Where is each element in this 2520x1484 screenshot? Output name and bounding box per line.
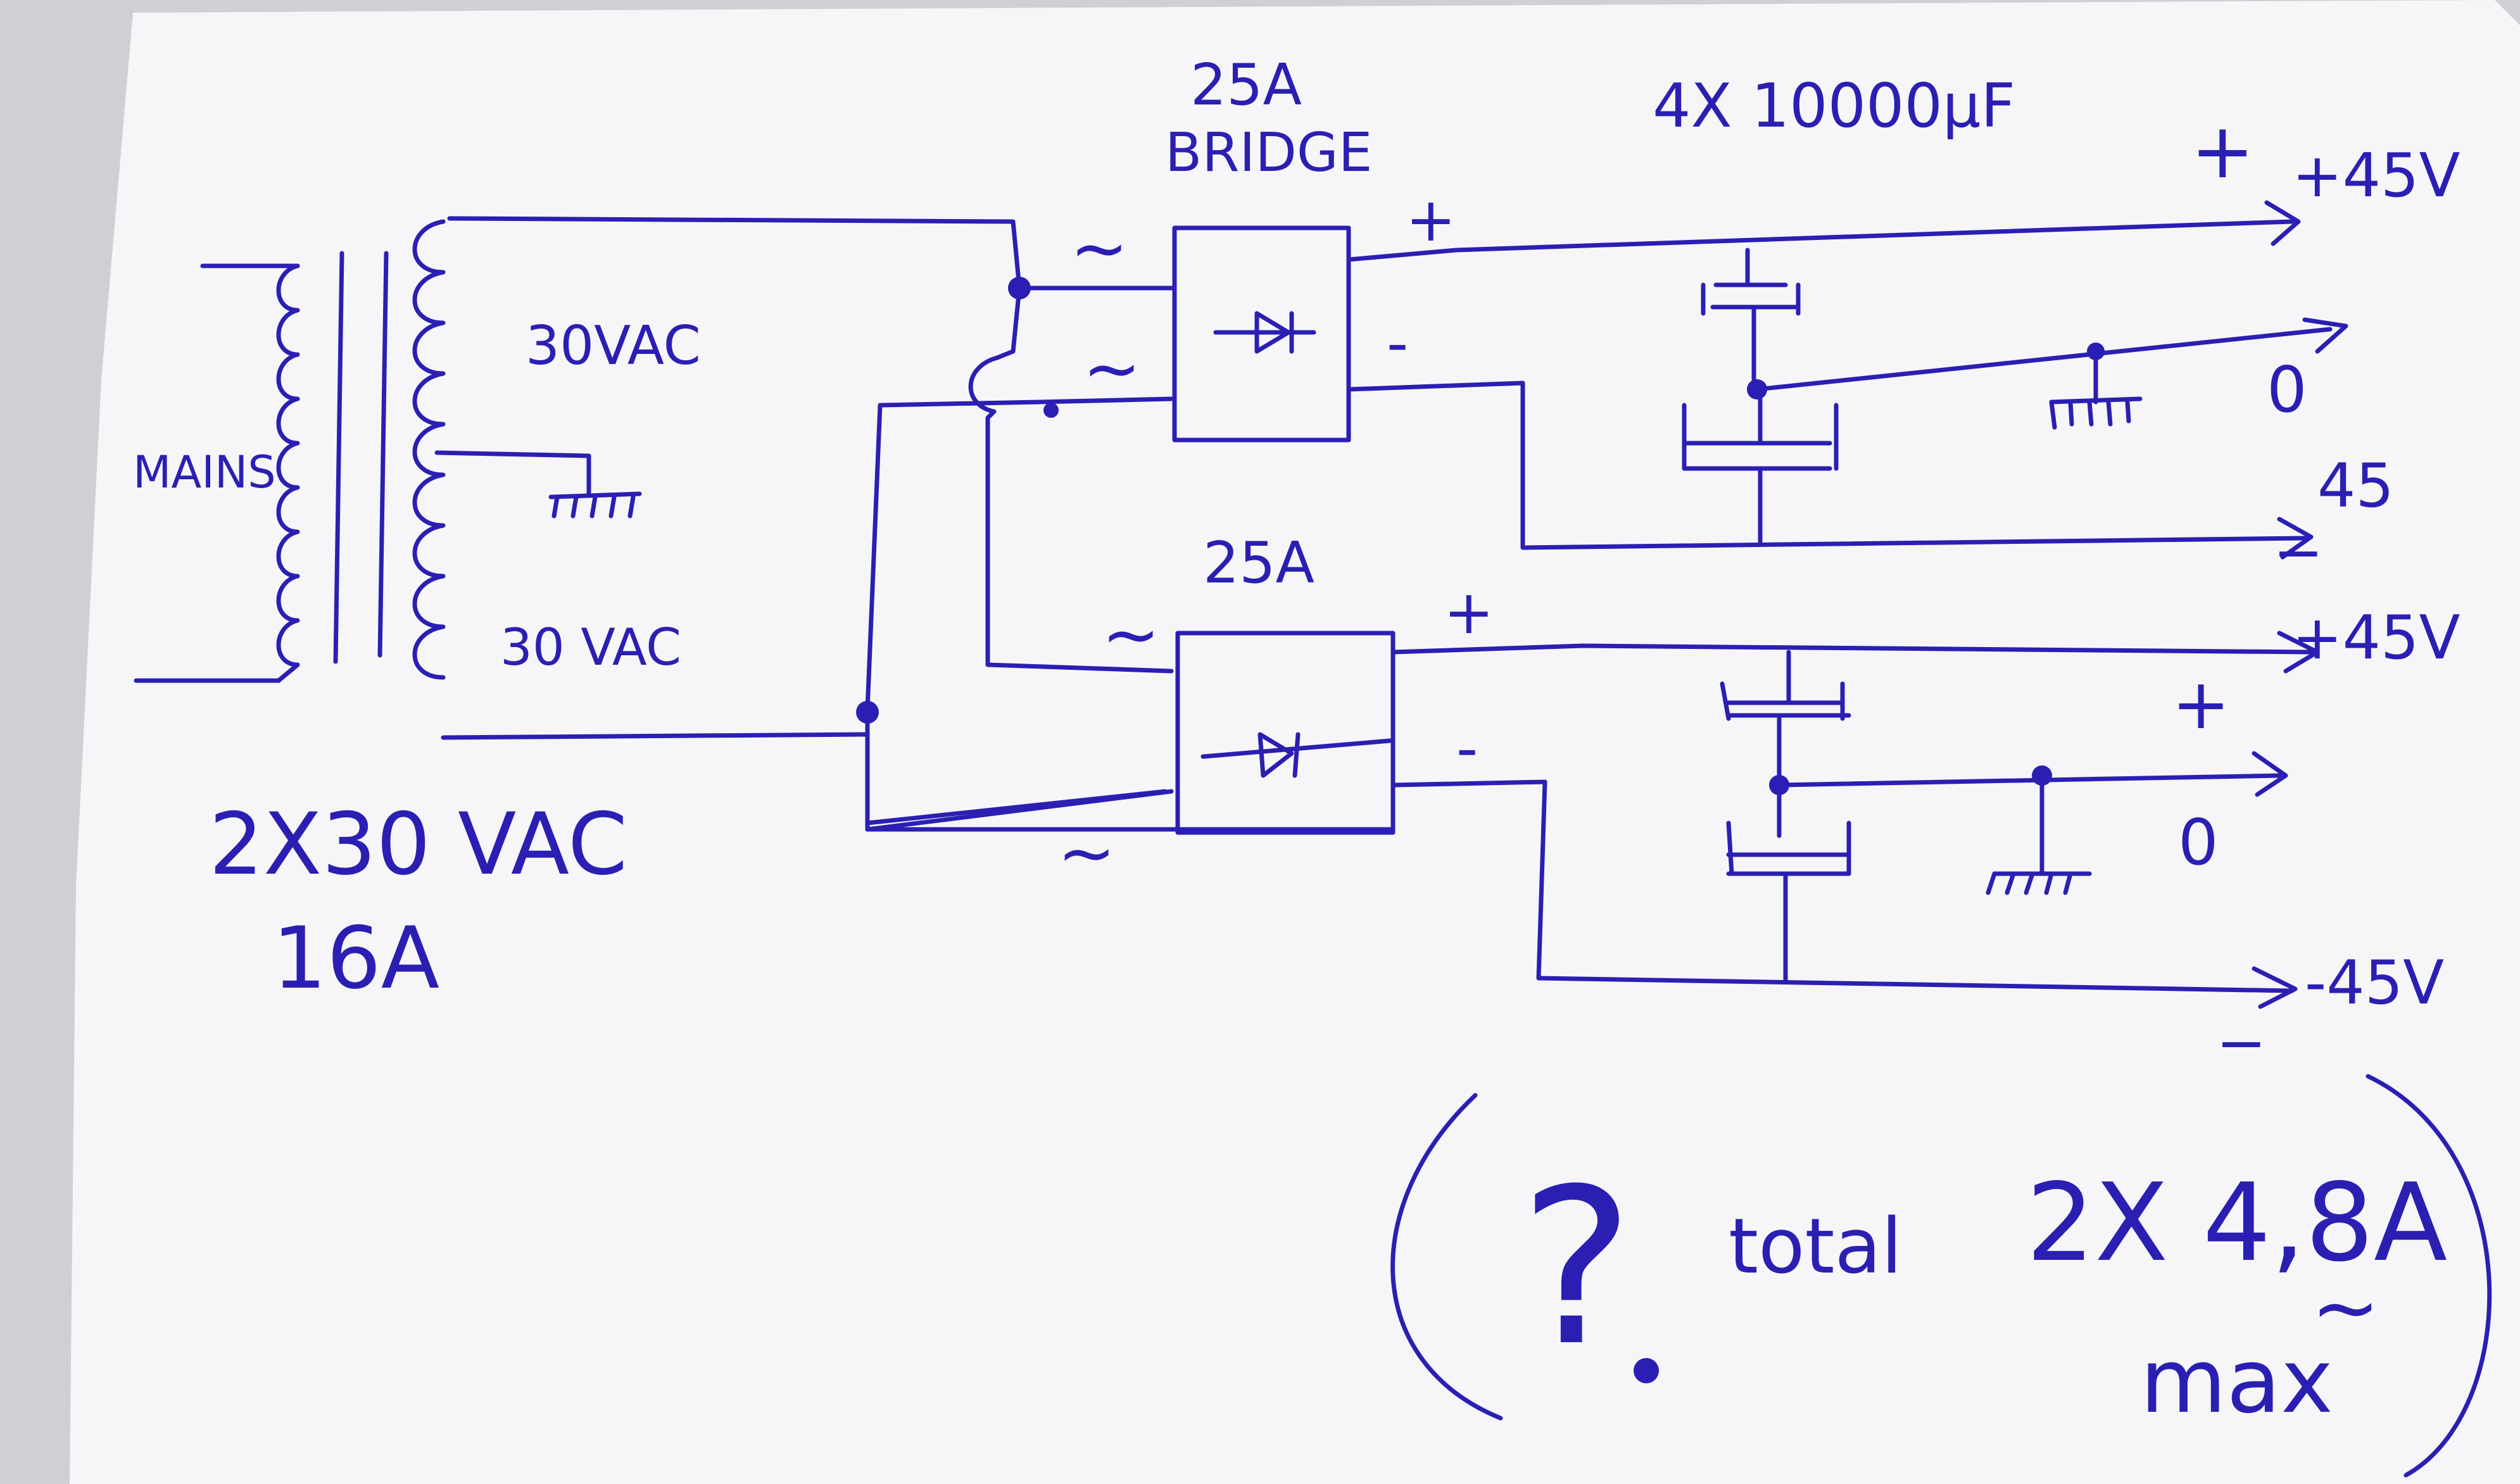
out2-pos-arrow [2277,631,2320,674]
label-total: total [1729,1203,1902,1291]
label-ac1-top: ~ [1070,208,1128,289]
b2-plus-rail [1390,643,2314,655]
secondary-coil [412,219,446,680]
label-current: 2X 4,8A [2026,1160,2447,1286]
node-gnd1 [2087,343,2105,360]
out2-neg-arrow [2252,966,2298,1009]
gnd2-hatch [1986,871,2073,895]
label-out2-zero: 0 [2178,805,2219,879]
sec-top-wire [447,216,1174,291]
cap1-lower [1682,390,1839,544]
label-out2-neg-sign: − [2216,1009,2267,1078]
wiring [134,200,2492,1478]
question-dot [1634,1358,1659,1383]
b1-plus-rail [1346,219,2295,262]
label-out1-neg: 45 [2317,451,2394,521]
paper [70,0,2520,1484]
b1-minus-rail [1346,380,2307,550]
label-bridge1-rating: 25A [1190,52,1302,118]
label-out2-pos: +45V [2292,603,2460,673]
primary-coil [276,263,300,683]
left-paren [1390,1093,1503,1421]
label-out2-neg: -45V [2305,948,2444,1018]
label-max: max [2140,1330,2333,1433]
label-bridge1-name: BRIDGE [1165,122,1372,184]
b2-minus-rail [1390,779,2295,993]
node-gnd2 [2032,765,2052,786]
lower-node-diag [865,789,1168,826]
label-br2-plus: + [1444,578,1494,648]
label-approx: ~ [2311,1259,2380,1355]
cap2-zero-line [1777,773,2282,788]
gnd1-hatch [2049,399,2131,430]
label-br2-minus: - [1456,714,1478,784]
label-out2-zero-sign: + [2172,663,2230,745]
center-tap-wire [434,450,591,496]
label-ac2-bottom: ~ [1057,812,1116,893]
label-out1-neg-sign: − [2273,518,2324,588]
bridge1-diode [1213,311,1316,354]
lower-node-branch [865,396,1174,712]
node-lower [856,701,879,724]
label-mains: MAINS [133,446,276,498]
node-cap2-mid [1769,775,1789,795]
label-out1-pos-sign: + [2191,108,2255,196]
label-xfmr-line2: 16A [272,909,439,1008]
out1-pos-arrow [2264,200,2301,246]
bridge2-diode [1200,732,1392,778]
label-bridge2-rating: 25A [1203,530,1314,596]
cap2-lower [1726,821,1851,984]
node-b1-minus [1043,403,1059,418]
label-br1-plus: + [1406,186,1456,255]
label-out1-zero: 0 [2267,353,2307,427]
label-out1-pos: +45V [2292,141,2460,211]
out2-zero-arrow [2252,751,2288,797]
node-upper [1008,277,1031,299]
node-cap1-mid [1747,379,1767,399]
right-paren [2366,1074,2492,1478]
label-sec-upper: 30VAC [526,315,701,377]
transformer-core-2 [377,251,389,658]
label-xfmr-line1: 2X30 VAC [209,795,627,894]
bridge1-body [1172,225,1351,443]
cap2-upper [1720,650,1851,721]
gnd1-bar [2049,396,2143,405]
junction-dots [856,277,2105,1383]
upper-node-branch [968,286,1174,674]
label-ac2-top: ~ [1102,594,1160,675]
label-br1-minus: - [1387,309,1408,379]
center-tap-ground-hatch [551,494,636,519]
sec-bottom-wire [441,732,870,740]
label-question: ? [1520,1143,1634,1393]
label-caps: 4X 10000µF [1653,72,2015,141]
cap1-zero-line [1755,327,2333,392]
bridge2-body [1175,631,1395,835]
label-ac1-bottom: ~ [1083,328,1141,409]
out1-zero-arrow [2302,317,2348,354]
label-sec-lower: 30 VAC [500,618,681,677]
out1-neg-arrow [2277,517,2314,560]
transformer-core-1 [333,251,344,664]
